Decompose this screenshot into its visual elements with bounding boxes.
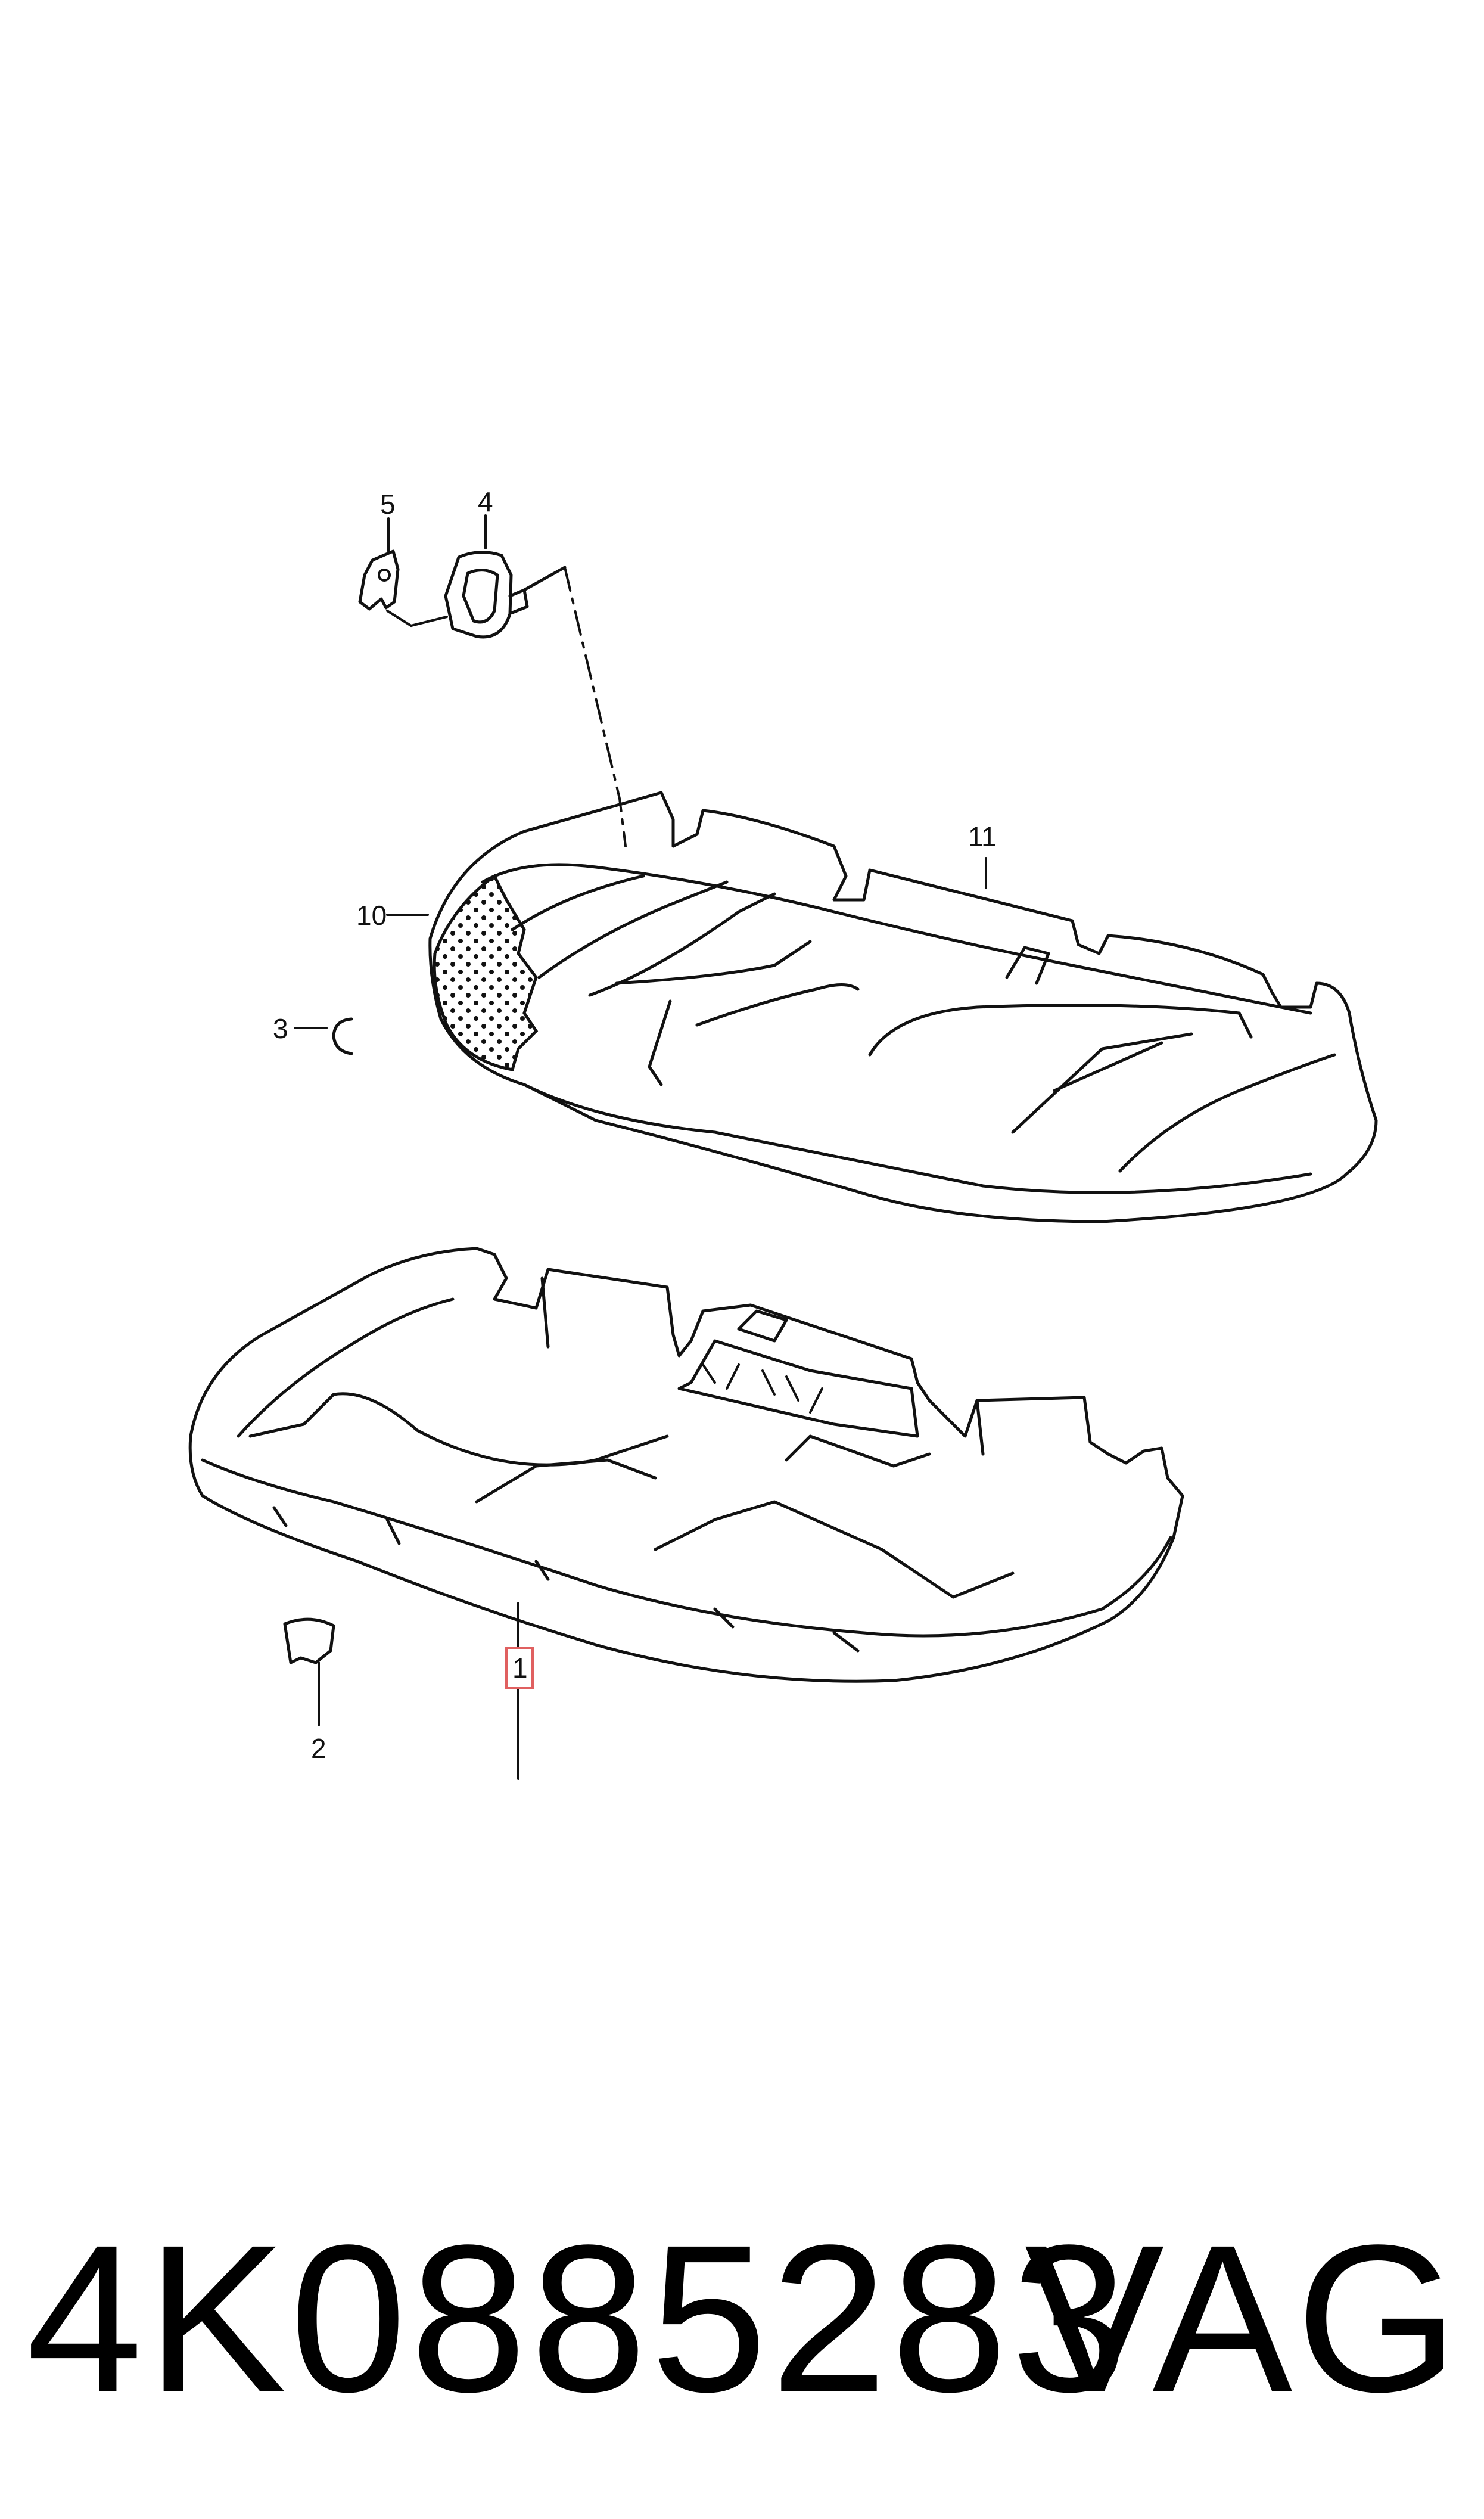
seat-frame-part-1 bbox=[188, 1247, 1184, 1683]
callout-11: 11 bbox=[968, 821, 997, 852]
leader-lines bbox=[294, 514, 987, 1780]
seat-cover-part-11 bbox=[428, 791, 1378, 1223]
callout-4: 4 bbox=[478, 486, 493, 517]
connector-line bbox=[564, 566, 627, 847]
footer: 4K0885283 VAG bbox=[0, 2193, 1484, 2443]
callout-2: 2 bbox=[311, 1733, 326, 1764]
clip-part-3 bbox=[332, 1017, 353, 1055]
part-number: 4K0885283 bbox=[26, 2201, 1131, 2436]
clip-part-2 bbox=[283, 1617, 335, 1726]
side-trim-part-10 bbox=[433, 874, 539, 1071]
latch-housing-part-4 bbox=[444, 551, 567, 639]
brand-label: VAG bbox=[1024, 2201, 1463, 2436]
bracket-part-5 bbox=[358, 549, 448, 627]
callout-5: 5 bbox=[380, 489, 396, 520]
callout-3: 3 bbox=[273, 1013, 288, 1044]
callout-1: 1 bbox=[512, 1653, 528, 1684]
callout-10: 10 bbox=[356, 900, 387, 931]
callouts: 5 4 11 10 3 1 2 bbox=[273, 486, 997, 1764]
callout-1-highlight-box bbox=[505, 1647, 534, 1689]
